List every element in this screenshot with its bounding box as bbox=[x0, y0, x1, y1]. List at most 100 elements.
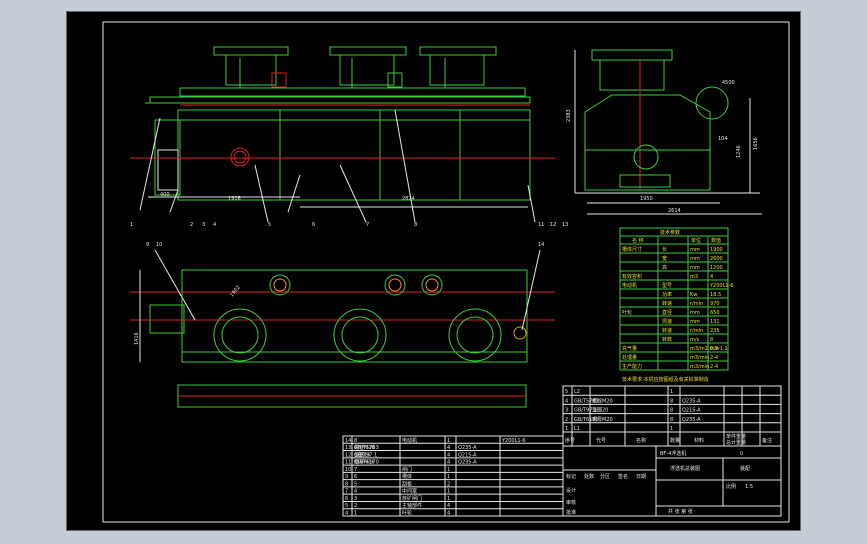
bom-right-cell: 垫圈20 bbox=[592, 407, 608, 414]
bom-right-cell: 2 bbox=[565, 417, 568, 423]
bom-right-cell: 5 bbox=[565, 389, 568, 395]
bom-left-cell: 刮板 bbox=[402, 480, 412, 487]
spec-row-unit: r/min bbox=[690, 328, 703, 334]
bomr-h-code: 代号 bbox=[596, 437, 606, 444]
bomr-h-qty: 数量 bbox=[670, 437, 680, 444]
bom-left-cell: Q235-A bbox=[458, 460, 477, 466]
bom-left-cell: 螺母M16 bbox=[354, 459, 375, 466]
spec-row-unit: mm bbox=[690, 247, 700, 253]
dim-4500: 4500 bbox=[722, 80, 735, 86]
spec-row-sub: 直径 bbox=[662, 309, 672, 316]
spec-row-name: 充气量 bbox=[622, 345, 637, 352]
label-mark: 标记 bbox=[566, 473, 576, 480]
part-no-14: 14 bbox=[538, 242, 544, 248]
bom-left-cell: 7 bbox=[345, 489, 348, 495]
bom-right-cell: 8 bbox=[670, 408, 673, 414]
bom-left-cell: GB/T6170 bbox=[354, 460, 379, 466]
label-design: 设计 bbox=[566, 487, 576, 494]
spec-row-value: 131 bbox=[710, 319, 720, 325]
bom-left-cell: Y200L1-6 bbox=[501, 438, 526, 444]
spec-row-unit: m3/min bbox=[690, 355, 709, 361]
spec-row-sub: 型号 bbox=[662, 282, 672, 289]
bom-left-cell: 2 bbox=[354, 503, 357, 509]
bom-left-cell: 4 bbox=[447, 445, 450, 451]
bom-right-cell: 3 bbox=[565, 408, 568, 414]
spec-row-name: 处理量 bbox=[622, 354, 637, 361]
spec-row-name: 电动机 bbox=[622, 282, 637, 289]
bom-left-cell: 12 bbox=[345, 452, 351, 458]
spec-row-sub: 转速 bbox=[662, 300, 672, 307]
bom-left-cell: 4 bbox=[447, 511, 450, 517]
bom-right-cell: Q235-A bbox=[682, 417, 701, 423]
spec-row-sub: 转速 bbox=[662, 327, 672, 334]
bom-left-cell: Q235-A bbox=[458, 445, 477, 451]
bom-left-cell: 1 bbox=[447, 438, 450, 444]
bom-left-cell: 1 bbox=[447, 474, 450, 480]
part-no-10: 10 bbox=[156, 242, 162, 248]
bom-right-cell: Q215-A bbox=[682, 408, 701, 414]
part-no-8: 8 bbox=[414, 222, 417, 228]
spec-row-name: 有效容积 bbox=[622, 273, 642, 280]
spec-row-name: 叶轮 bbox=[622, 309, 632, 316]
spec-row-unit: r/min bbox=[690, 301, 703, 307]
spec-row-value: 235 bbox=[710, 328, 720, 334]
bom-left-cell: 5 bbox=[345, 503, 348, 509]
scale-value: 1:5 bbox=[745, 484, 753, 490]
spec-row-sub: 长 bbox=[662, 246, 667, 253]
part-no-4: 4 bbox=[213, 222, 216, 228]
bom-left-cell: 4 bbox=[447, 460, 450, 466]
part-no-12: 12 bbox=[550, 222, 556, 228]
dim-1950: 1950 bbox=[640, 196, 653, 202]
dim-104: 104 bbox=[718, 136, 728, 142]
dim-1416: 1416 bbox=[134, 332, 140, 345]
spec-row-value: 8 bbox=[710, 337, 713, 343]
part-no-3: 3 bbox=[202, 222, 205, 228]
bom-left-cell: 闸门 bbox=[402, 466, 412, 473]
bom-left-cell: 8 bbox=[354, 438, 357, 444]
bom-right-cell: Q235-A bbox=[682, 398, 701, 404]
spec-row-value: Y200L1-6 bbox=[709, 283, 734, 289]
bom-left-cell: 电动机 bbox=[402, 437, 417, 444]
bom-left-cell: 4 bbox=[447, 503, 450, 509]
bom-right-cell: 1 bbox=[670, 426, 673, 432]
spec-row-value: 0.9-1.1 bbox=[710, 346, 728, 352]
bomr-h-no: 序号 bbox=[565, 437, 575, 444]
sheet-label: 共 张 第 张 bbox=[668, 508, 693, 515]
bom-left-cell: GB/T5783 bbox=[354, 445, 379, 451]
spec-row-value: 1900 bbox=[710, 247, 723, 253]
part-no-2: 2 bbox=[190, 222, 193, 228]
label-sign: 签名 bbox=[618, 473, 628, 480]
drawing-name: 浮选机总装图 bbox=[670, 465, 700, 472]
bomr-h-totwt: 总计重量 bbox=[726, 439, 746, 446]
bom-left-cell: 1 bbox=[447, 467, 450, 473]
bom-right-cell: 4 bbox=[565, 398, 568, 404]
bom-left-cell: 13 bbox=[345, 445, 351, 451]
spec-row-sub: 高 bbox=[662, 264, 667, 271]
bom-right-cell: GB/T97.1 bbox=[574, 408, 597, 414]
bom-left-cell: 1 bbox=[447, 489, 450, 495]
bom-right-cell: 8 bbox=[670, 398, 673, 404]
dim-1916: 1916 bbox=[228, 196, 241, 202]
plan-view: 9 10 14 1902 1416 bbox=[130, 242, 555, 408]
bomr-h-unitwt: 单件重量 bbox=[726, 433, 746, 440]
bom-right-cell: 1 bbox=[565, 426, 568, 432]
bom-left-cell: GB/T97.1 bbox=[354, 452, 377, 458]
part-no-7: 7 bbox=[366, 222, 369, 228]
bomr-h-note: 备注 bbox=[762, 437, 772, 444]
spec-row-unit: Kw bbox=[690, 292, 697, 298]
bom-left-cell: 9 bbox=[345, 474, 348, 480]
dim-400: 400 bbox=[160, 192, 170, 198]
part-no-9: 9 bbox=[146, 242, 149, 248]
bom-left-cell: 6 bbox=[345, 496, 348, 502]
spec-row-sub: 宽 bbox=[662, 255, 667, 262]
spec-row-unit: mm bbox=[690, 319, 700, 325]
drawing-border bbox=[102, 21, 790, 523]
spec-row-value: 4 bbox=[710, 274, 713, 280]
bom-left-cell: 2 bbox=[447, 481, 450, 487]
bom-left-cell: 7 bbox=[354, 467, 357, 473]
label-date: 日期 bbox=[636, 474, 646, 480]
